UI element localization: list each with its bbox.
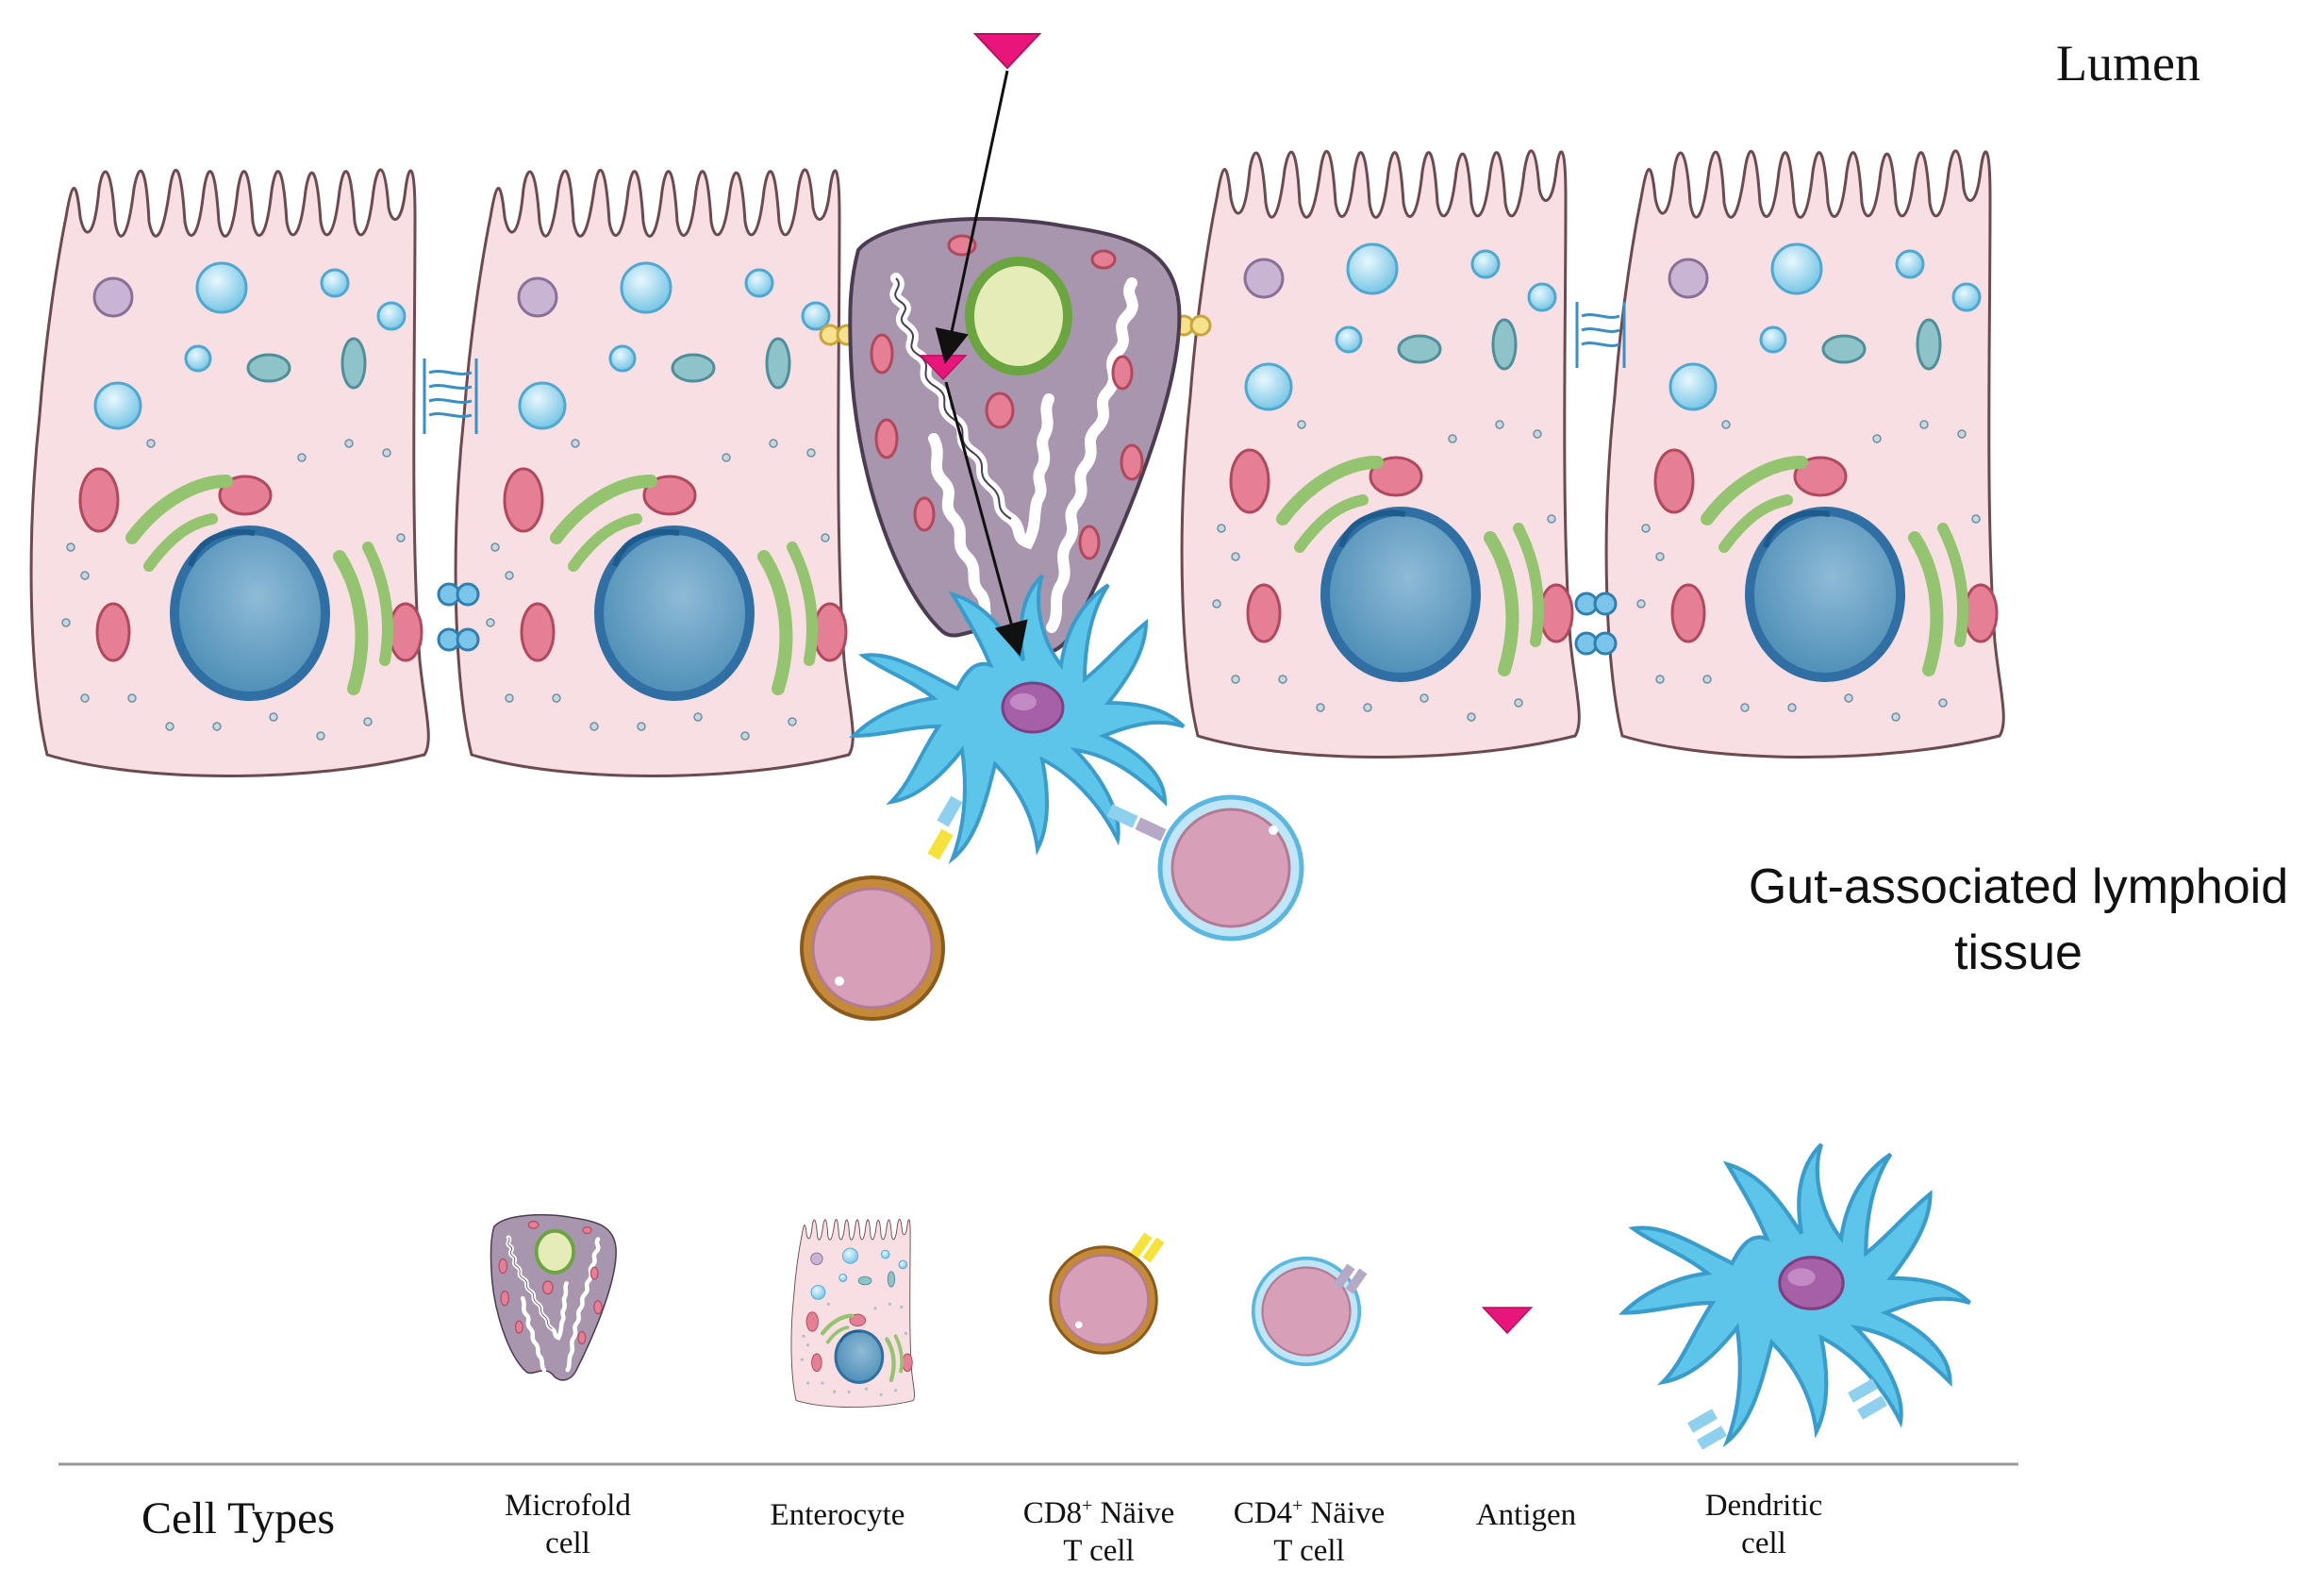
enterocyte-3 <box>1182 151 1579 758</box>
dc-receptors <box>927 795 1167 860</box>
cd8-t-cell <box>800 875 945 1021</box>
arrow-icon <box>944 381 1028 657</box>
legend-item-antigen: Antigen <box>1403 1496 1649 1534</box>
arrow-icon <box>935 70 1009 364</box>
enterocyte-2 <box>456 170 853 776</box>
legend-item-cd8: CD8+ Näive T cell <box>976 1487 1221 1570</box>
legend-label-suffix: Näive <box>1303 1496 1386 1530</box>
enterocyte-1 <box>31 170 428 776</box>
legend-antigen-icon <box>1482 1307 1533 1334</box>
galt-label-line2: tissue <box>1954 925 2083 980</box>
legend-label: Enterocyte <box>770 1498 905 1532</box>
antigen-triangle-icon <box>974 33 1040 69</box>
microfold-cell <box>850 219 1179 654</box>
legend-label-sup: + <box>1082 1495 1093 1516</box>
cd4-t-cell <box>1160 797 1302 939</box>
enterocyte-4 <box>1606 151 2003 758</box>
legend-label-sup: + <box>1292 1495 1303 1516</box>
tight-junctions <box>423 302 1626 656</box>
legend-item-enterocyte: Enterocyte <box>715 1496 960 1534</box>
legend-label: Dendritic <box>1704 1489 1823 1523</box>
galt-label: Gut-associated lymphoid tissue <box>1717 854 2320 986</box>
legend-item-dendritic: Dendritic cell <box>1641 1487 1886 1562</box>
legend-enterocyte-icon <box>791 1219 915 1407</box>
legend-cd8-icon <box>1049 1245 1158 1355</box>
galt-label-line1: Gut-associated lymphoid <box>1748 859 2289 914</box>
cell-types-heading: Cell Types <box>141 1493 336 1543</box>
legend-label: CD8+ Näive <box>976 1487 1221 1532</box>
lumen-label: Lumen <box>2056 35 2200 92</box>
legend-item-cd4: CD4+ Näive T cell <box>1187 1487 1432 1570</box>
legend-label: Microfold <box>505 1489 631 1523</box>
legend-label: cell <box>545 1526 590 1560</box>
legend-microfold-icon <box>490 1215 616 1380</box>
legend-label-prefix: CD8 <box>1022 1496 1083 1530</box>
legend-label: Antigen <box>1475 1498 1577 1532</box>
legend-label-prefix: CD4 <box>1233 1496 1293 1530</box>
legend-item-microfold: Microfold cell <box>445 1487 690 1562</box>
legend-label: T cell <box>1063 1534 1135 1568</box>
legend-label: cell <box>1741 1526 1786 1560</box>
legend-label: T cell <box>1273 1534 1345 1568</box>
legend-label-suffix: Näive <box>1092 1496 1175 1530</box>
legend-dendritic-icon <box>1623 1144 1970 1442</box>
legend-label: CD4+ Näive <box>1187 1487 1432 1532</box>
